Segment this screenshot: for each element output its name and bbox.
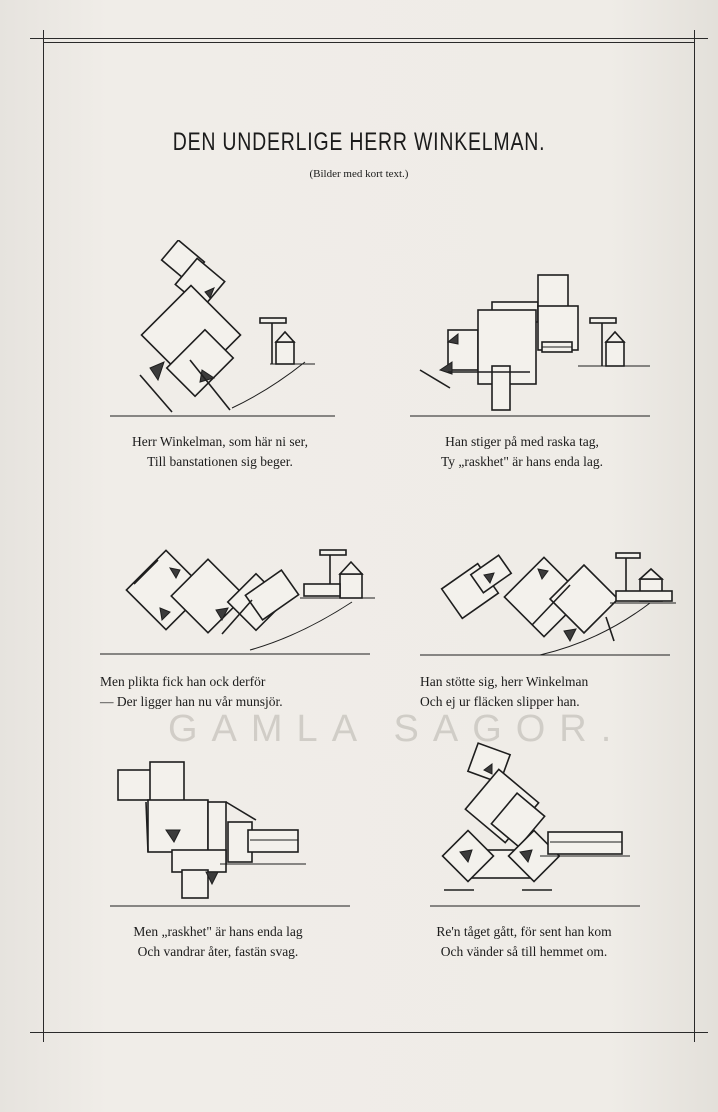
caption-line: Han stötte sig, herr Winkelman xyxy=(420,674,589,689)
caption-line: Och vänder så till hemmet om. xyxy=(440,944,608,959)
panel-6-illustration xyxy=(430,742,640,907)
caption-line: Och vandrar åter, fastän svag. xyxy=(137,944,299,959)
page-subtitle: (Bilder med kort text.) xyxy=(309,168,409,180)
frame-right xyxy=(694,30,695,1042)
caption-line: Men plikta fick han ock derför xyxy=(100,674,266,689)
caption-line: Han stiger på med raska tag, xyxy=(445,434,599,449)
caption-line: Men „raskhet" är hans enda lag xyxy=(133,924,303,939)
page-title: DEN UNDERLIGE HERR WINKELMAN. xyxy=(172,128,546,156)
frame-left xyxy=(43,30,44,1042)
panel-3-caption: Men plikta fick han ock derför — Der lig… xyxy=(100,672,400,712)
panel-5-caption: Men „raskhet" är hans enda lag Och vandr… xyxy=(68,922,368,962)
frame-top xyxy=(30,38,708,39)
panel-4-illustration xyxy=(420,552,676,656)
caption-line: — Der ligger han nu vår munsjör. xyxy=(100,694,283,709)
panel-2-illustration xyxy=(410,274,650,417)
caption-line: Re'n tåget gått, för sent han kom xyxy=(436,924,612,939)
panel-1-caption: Herr Winkelman, som här ni ser, Till ban… xyxy=(70,432,370,472)
bleed-through-text: GAMLA SAGOR. xyxy=(168,708,626,750)
panel-4-caption: Han stötte sig, herr Winkelman Och ej ur… xyxy=(420,672,718,712)
panel-5-illustration xyxy=(110,761,350,907)
caption-line: Ty „raskhet" är hans enda lag. xyxy=(441,454,603,469)
panel-3-illustration xyxy=(100,549,375,655)
caption-line: Herr Winkelman, som här ni ser, xyxy=(132,434,308,449)
frame-top-inner xyxy=(44,42,694,43)
panel-1-illustration xyxy=(110,240,335,417)
panel-6-caption: Re'n tåget gått, för sent han kom Och vä… xyxy=(374,922,674,962)
frame-bottom xyxy=(30,1032,708,1033)
caption-line: Och ej ur fläcken slipper han. xyxy=(420,694,580,709)
panel-2-caption: Han stiger på med raska tag, Ty „raskhet… xyxy=(372,432,672,472)
caption-line: Till banstationen sig beger. xyxy=(147,454,293,469)
